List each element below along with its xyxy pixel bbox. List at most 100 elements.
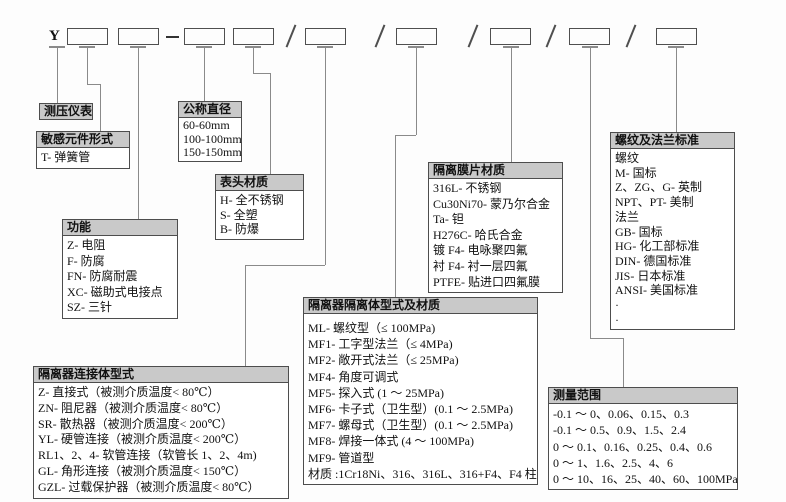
panel-title: 隔离膜片材质 (429, 163, 562, 179)
list-line: RL1、2、4- 软管连接（软管长 1、2、4m) (38, 448, 257, 463)
tick (245, 46, 261, 48)
list-line: 镀 F4- 电咏聚四氟 (433, 243, 528, 258)
panel-isolator-body-type-material: 隔离器隔离体型式及材质 ML- 螺纹型（≤ 100MPa)MF1- 工字型法兰（… (303, 297, 538, 486)
list-line: Z- 直接式（被测介质温度< 80℃） (38, 385, 220, 399)
code-box-7 (490, 28, 531, 45)
list-line: 螺纹 (615, 151, 640, 165)
tick (130, 46, 146, 48)
connector-line (138, 47, 140, 219)
tick (668, 46, 684, 48)
slash-separator (467, 24, 479, 48)
list-line: S- 全塑 (220, 207, 258, 222)
panel-sensing-element-type: 敏感元件形式 T- 弹簧管 (36, 131, 130, 169)
list-line: T- 弹簧管 (41, 150, 91, 164)
connector-line (395, 135, 416, 137)
panel-title: 表头材质 (216, 175, 303, 191)
list-line: Z、ZG、G- 英制 (615, 180, 702, 195)
list-line: 0 ～ 10、16、25、40、60、100MPa (553, 472, 738, 487)
list-line: MF2- 敞开式法兰（≤ 25MPa) (308, 353, 459, 368)
list-line: NPT、PT- 美制 (615, 195, 694, 210)
panel-body: -0.1 ～ 0、0.06、0.15、0.3 -0.1 ～ 0.5、0.9、1.5… (549, 404, 738, 490)
list-line: -0.1 ～ 0、0.06、0.15、0.3 (553, 407, 689, 421)
list-line: 100-100mm (183, 131, 242, 146)
list-line: HG- 化工部标准 (615, 239, 700, 254)
tick (503, 46, 519, 48)
tick (408, 46, 424, 48)
list-line: 衬 F4- 衬一层四氟 (433, 258, 528, 273)
slash-separator (374, 24, 386, 48)
list-line: ML- 螺纹型（≤ 100MPa) (308, 321, 436, 335)
code-box-4 (233, 28, 274, 45)
list-line: MF5- 探入式 (1 ～ 25MPa) (308, 385, 445, 400)
list-line: 60-60mm (183, 118, 230, 132)
panel-title: 功能 (63, 220, 177, 236)
list-line: MF7- 螺母式（卫生型）(0.1 ～ 2.5MPa) (308, 418, 514, 433)
connector-line (325, 47, 327, 265)
list-line: 150-150mm (183, 145, 242, 160)
connector-line (623, 338, 625, 387)
list-line: M- 国标 (615, 165, 657, 180)
connector-line (245, 265, 247, 366)
code-box-2 (118, 28, 159, 45)
list-line: MF8- 焊接一体式 (4 ～ 100MPa) (308, 434, 475, 449)
panel-title: 隔离器连接体型式 (34, 367, 288, 383)
slash-separator (545, 24, 557, 48)
list-line: XC- 磁助式电接点 (67, 284, 163, 299)
code-box-1 (67, 28, 108, 45)
list-line: ZN- 阻尼器（被测介质温度< 80℃） (38, 400, 229, 415)
list-line: DIN- 德国标准 (615, 253, 692, 268)
code-box-6 (396, 28, 437, 45)
connector-line (57, 47, 59, 103)
panel-title: 螺纹及法兰标准 (611, 133, 734, 149)
list-line: 法兰 (615, 209, 640, 224)
tick (196, 46, 212, 48)
code-box-5 (305, 28, 346, 45)
list-line: MF9- 管道型 (308, 450, 375, 465)
tick (49, 46, 65, 48)
panel-isolator-connection-type: 隔离器连接体型式 Z- 直接式（被测介质温度< 80℃）ZN- 阻尼器（被测介质… (33, 366, 289, 499)
connector-line (590, 338, 623, 340)
panel-title: 隔离器隔离体型式及材质 (304, 298, 537, 314)
connector-line (87, 84, 100, 86)
connector-line (245, 265, 325, 267)
list-line: Ta- 钽 (433, 212, 464, 227)
list-line: · (615, 312, 619, 327)
list-line: 0 ～ 0.1、0.16、0.25、0.4、0.6 (553, 439, 713, 454)
code-prefix: Y (49, 28, 60, 44)
list-line: PTFE- 贴进口四氟膜 (433, 274, 541, 289)
panel-body: T- 弹簧管 (37, 148, 129, 168)
panel-body: Z- 直接式（被测介质温度< 80℃）ZN- 阻尼器（被测介质温度< 80℃）S… (34, 383, 288, 498)
code-box-8 (569, 28, 610, 45)
code-box-9 (656, 28, 697, 45)
list-line: SR- 散热器（被测介质温度< 200℃） (38, 416, 233, 431)
list-line: SZ- 三针 (67, 300, 113, 314)
list-line: GB- 国标 (615, 224, 663, 239)
connector-line (270, 73, 272, 174)
panel-title: 测压仪表 (40, 104, 92, 119)
list-line: -0.1 ～ 0.5、0.9、1.5、2.4 (553, 423, 686, 438)
list-line: ANSI- 美国标准 (615, 283, 698, 298)
list-line: F- 防腐 (67, 253, 105, 268)
list-line: H- 全不锈钢 (220, 193, 284, 207)
connector-line (676, 47, 678, 132)
connector-line (204, 47, 206, 101)
connector-line (253, 47, 255, 73)
code-box-3 (184, 28, 225, 45)
panel-body: ML- 螺纹型（≤ 100MPa)MF1- 工字型法兰（≤ 4MPa)MF2- … (304, 314, 537, 485)
connector-line (253, 73, 270, 75)
list-line: MF6- 卡子式（卫生型）(0.1 ～ 2.5MPa) (308, 402, 514, 417)
tick (582, 46, 598, 48)
list-line: 材质 :1Cr18Ni、316、316L、316+F4、F4 柱 (308, 466, 537, 481)
list-line: GL- 角形连接（被测介质温度< 150℃） (38, 463, 247, 478)
connector-line (511, 47, 513, 162)
